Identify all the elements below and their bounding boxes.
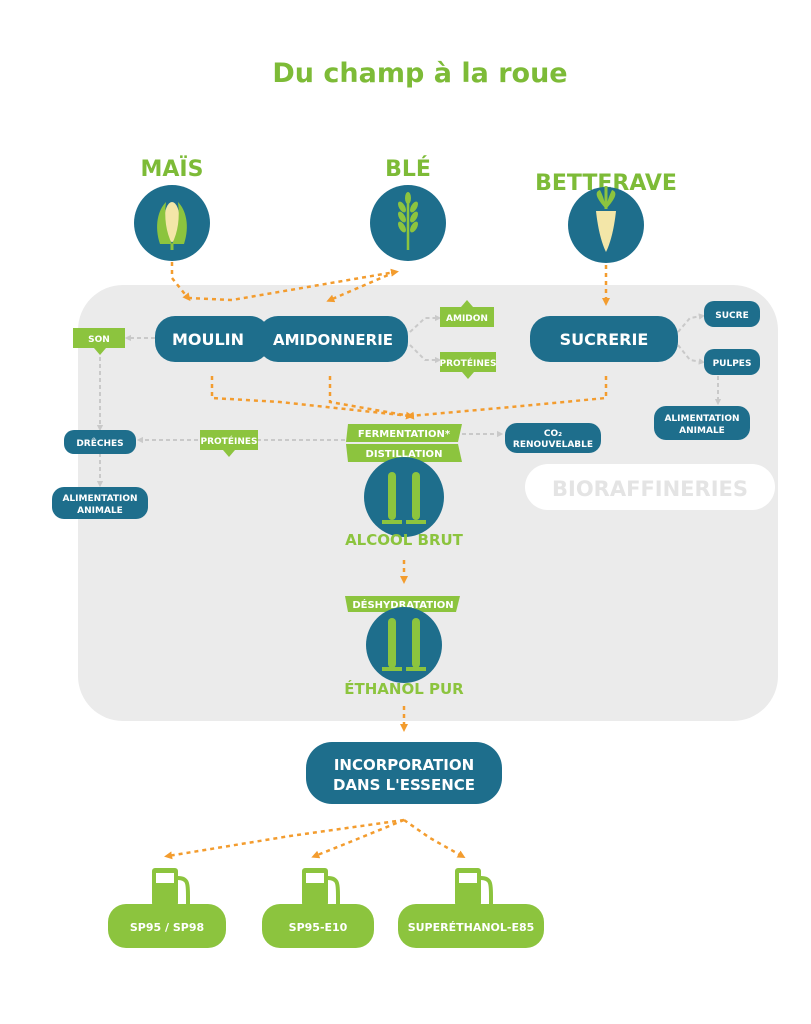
page-title: Du champ à la roue bbox=[272, 58, 567, 89]
distillation-column-icon bbox=[382, 472, 426, 524]
fuel-sp95-sp98: SP95 / SP98 bbox=[108, 868, 226, 948]
crop-label-mais: MAÏS bbox=[141, 156, 204, 182]
output-label-pulpes: PULPES bbox=[713, 359, 752, 369]
output-co2: CO₂ RENOUVELABLE bbox=[505, 423, 601, 453]
step-deshydratation: DÉSHYDRATATION bbox=[345, 596, 460, 612]
biorefinery-label: BIORAFFINERIES bbox=[552, 477, 748, 501]
fuel-label-superethanol-e85: SUPERÉTHANOL-E85 bbox=[408, 921, 535, 934]
output-pulpes: PULPES bbox=[704, 349, 760, 375]
corn-icon bbox=[157, 202, 187, 250]
step-label-incorporation-2: DANS L'ESSENCE bbox=[333, 776, 475, 794]
step-incorporation: INCORPORATION DANS L'ESSENCE bbox=[306, 742, 502, 804]
crop-ble: BLÉ bbox=[370, 156, 446, 261]
fuel-pump-icon bbox=[455, 868, 493, 906]
beet-icon bbox=[596, 186, 616, 252]
output-label-sucre: SUCRE bbox=[715, 311, 748, 321]
step-label-fermentation: FERMENTATION* bbox=[358, 429, 451, 440]
output-label-co2-2: RENOUVELABLE bbox=[513, 440, 593, 450]
step-label-deshydratation: DÉSHYDRATATION bbox=[352, 598, 453, 611]
tag-label-proteines-mid: PROTÉINES bbox=[201, 435, 258, 447]
output-label-co2-1: CO₂ bbox=[544, 429, 562, 439]
distillation-column-icon bbox=[382, 618, 426, 671]
processing-label-sucrerie: SUCRERIE bbox=[560, 330, 649, 349]
fuel-pump-icon bbox=[152, 868, 190, 906]
coproduct-arrows bbox=[96, 313, 722, 488]
output-dreches: DRÊCHES bbox=[64, 430, 136, 454]
step-ethanol-pur: ÉTHANOL PUR bbox=[344, 607, 464, 698]
tag-proteines-top: PROTÉINES bbox=[440, 352, 497, 379]
fuel-sp95-e10: SP95-E10 bbox=[262, 868, 374, 948]
processing-amidonnerie: AMIDONNERIE bbox=[258, 316, 408, 362]
fuel-label-sp95-sp98: SP95 / SP98 bbox=[130, 921, 204, 934]
step-distillation: DISTILLATION bbox=[346, 444, 462, 462]
output-label-alimentation-left-2: ANIMALE bbox=[77, 506, 123, 516]
wheat-icon bbox=[398, 192, 418, 250]
processing-sucrerie: SUCRERIE bbox=[530, 316, 678, 362]
output-sucre: SUCRE bbox=[704, 301, 760, 327]
output-label-alimentation-right-1: ALIMENTATION bbox=[664, 414, 739, 424]
fuel-pump-icon bbox=[302, 868, 340, 906]
step-fermentation: FERMENTATION* bbox=[346, 424, 462, 442]
output-alimentation-right: ALIMENTATION ANIMALE bbox=[654, 406, 750, 440]
fuel-label-sp95-e10: SP95-E10 bbox=[289, 921, 348, 934]
step-label-alcool-brut: ALCOOL BRUT bbox=[345, 531, 464, 549]
step-label-distillation: DISTILLATION bbox=[366, 449, 443, 460]
output-label-alimentation-left-1: ALIMENTATION bbox=[62, 494, 137, 504]
output-alimentation-left: ALIMENTATION ANIMALE bbox=[52, 487, 148, 519]
crop-label-ble: BLÉ bbox=[385, 156, 431, 182]
step-label-ethanol-pur: ÉTHANOL PUR bbox=[344, 679, 464, 698]
tag-son: SON bbox=[73, 328, 125, 355]
tag-label-proteines-top: PROTÉINES bbox=[440, 357, 497, 369]
tag-proteines-mid: PROTÉINES bbox=[200, 430, 258, 457]
crop-mais: MAÏS bbox=[134, 156, 210, 261]
output-label-dreches: DRÊCHES bbox=[76, 437, 123, 449]
tag-label-amidon: AMIDON bbox=[446, 314, 488, 324]
crop-betterave: BETTERAVE bbox=[535, 171, 677, 263]
flow-arrows-fuels bbox=[164, 818, 466, 860]
processing-label-amidonnerie: AMIDONNERIE bbox=[273, 331, 393, 349]
processing-label-moulin: MOULIN bbox=[172, 330, 244, 349]
step-alcool-brut: ALCOOL BRUT bbox=[345, 457, 464, 549]
tag-amidon: AMIDON bbox=[440, 300, 494, 327]
fuel-superethanol-e85: SUPERÉTHANOL-E85 bbox=[398, 868, 544, 948]
processing-moulin: MOULIN bbox=[155, 316, 270, 362]
flow-arrows-top bbox=[170, 262, 611, 420]
step-label-incorporation-1: INCORPORATION bbox=[334, 756, 474, 774]
output-label-alimentation-right-2: ANIMALE bbox=[679, 426, 725, 436]
tag-label-son: SON bbox=[88, 335, 110, 345]
